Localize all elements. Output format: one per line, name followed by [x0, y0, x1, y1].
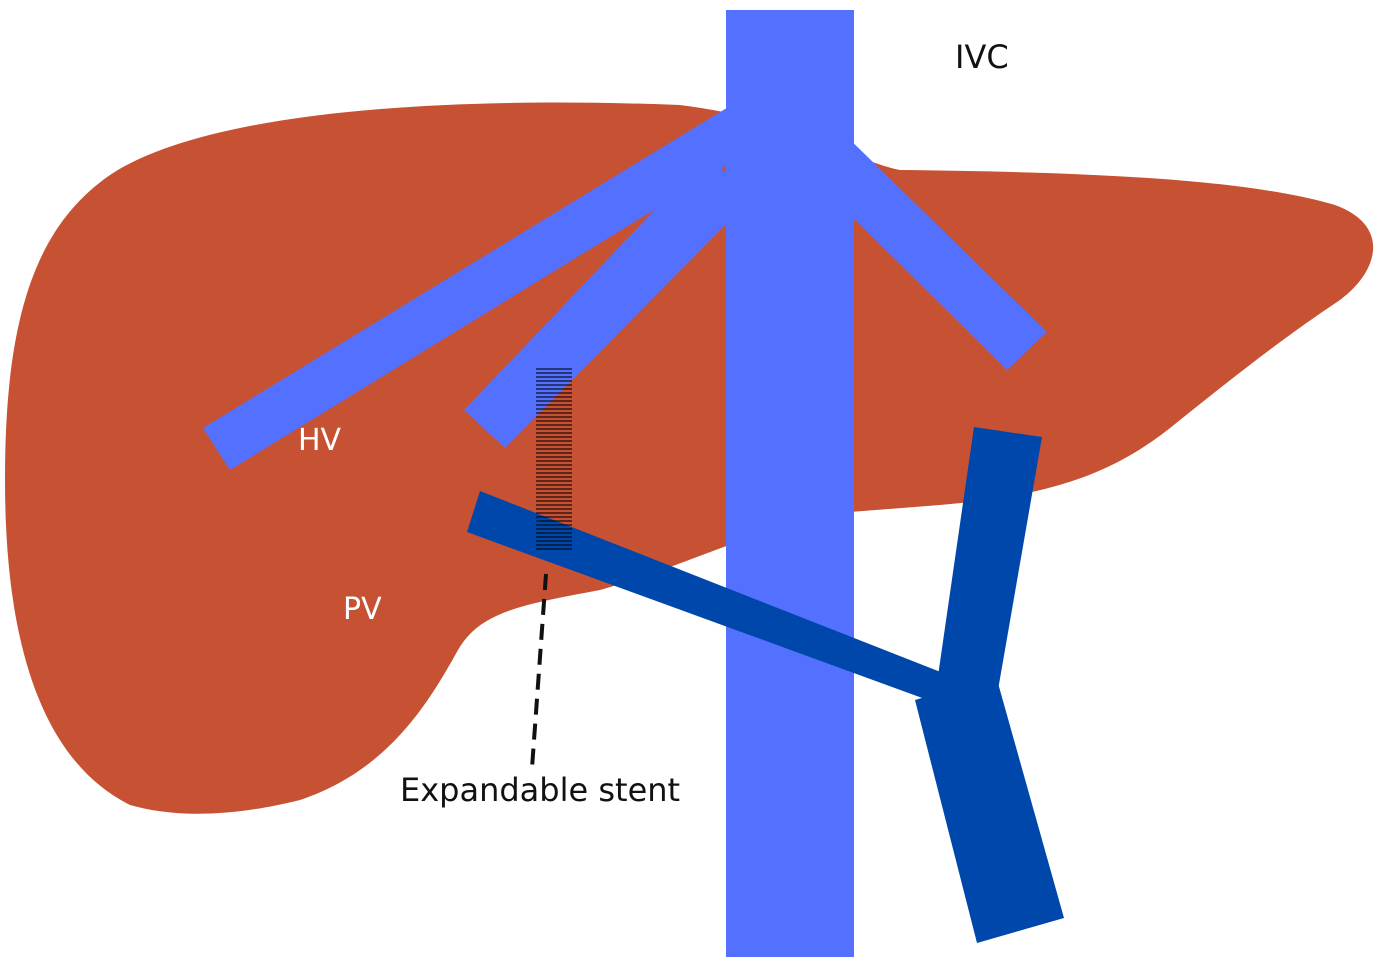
portal-vein-trunk-lower	[915, 676, 1064, 943]
stent-leader-line	[530, 573, 548, 769]
ivc-label: IVC	[955, 38, 1009, 76]
stent-label: Expandable stent	[400, 771, 680, 809]
hv-label: HV	[298, 423, 342, 458]
pv-label: PV	[343, 592, 382, 627]
hepatic-vein-middle-branch	[464, 156, 754, 448]
ivc-vessel	[726, 10, 854, 957]
hepatic-vein-right-branch	[810, 127, 1047, 370]
liver-shape	[5, 102, 1374, 814]
portal-vein-branch	[467, 491, 1000, 703]
hepatic-vein-left-branch	[203, 95, 768, 470]
expandable-stent	[536, 368, 572, 550]
portal-vein-trunk-upper	[938, 427, 1042, 690]
